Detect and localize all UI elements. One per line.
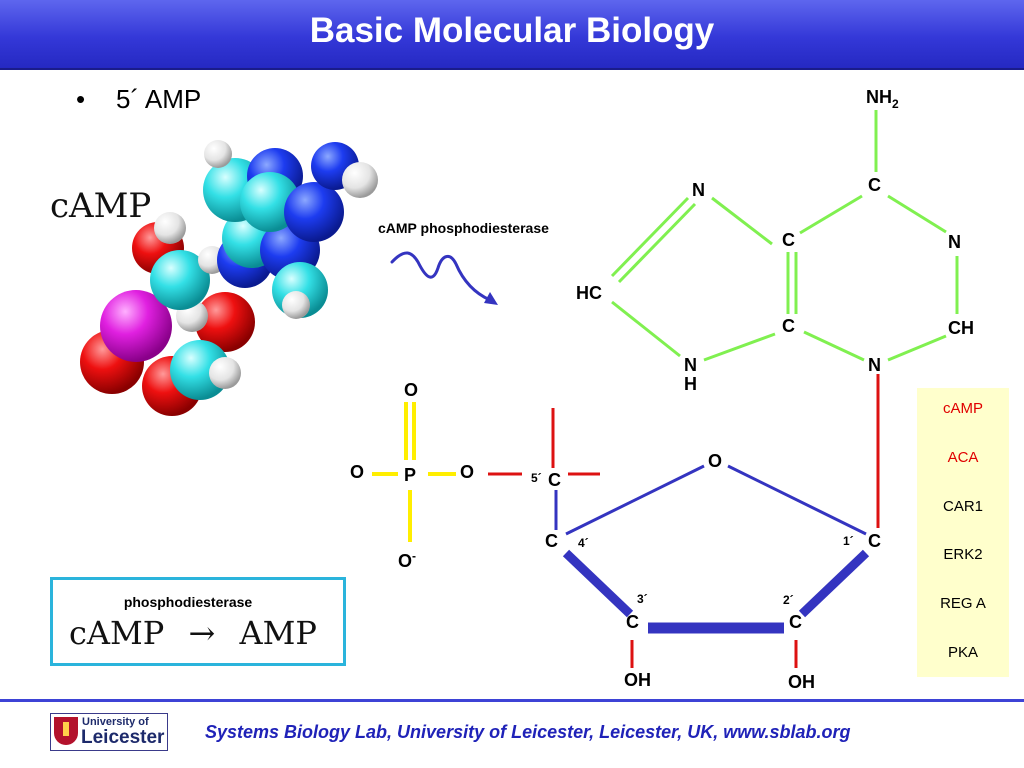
atom-c2: CH <box>948 318 974 338</box>
reaction-equation: cAMP → AMP <box>69 614 317 652</box>
phosphodiesterase-arrow-label: cAMP phosphodiesterase <box>378 220 549 236</box>
footer-divider <box>0 699 1024 702</box>
atom-c2-prime: C <box>789 612 802 632</box>
bullet-text: 5´ AMP <box>116 84 202 114</box>
atom-c5: C <box>782 230 795 250</box>
protein-item-reg-a: REG A <box>940 595 986 612</box>
protein-item-pka: PKA <box>947 644 978 661</box>
camp-model-label: cAMP <box>50 186 152 226</box>
squiggle-arrow <box>390 251 492 302</box>
university-logo[interactable]: University of Leicester <box>50 713 168 751</box>
nh2-group: NH2 <box>866 87 899 111</box>
label-5-prime: 5´ <box>531 471 542 485</box>
bullet-item: • 5´ AMP <box>76 84 201 115</box>
phosphorus-atom: P <box>404 465 416 485</box>
protein-item-aca: ACA <box>947 449 979 466</box>
label-4-prime: 4´ <box>578 536 589 550</box>
camp-space-filling-model <box>80 140 378 416</box>
amp-structure-diagram: cAMP phosphodiesterase NH2 C N CH N C C … <box>350 87 974 692</box>
atom-c8: HC <box>576 283 602 303</box>
bullet-symbol: • <box>76 84 86 114</box>
atom-n7: N <box>692 180 705 200</box>
reaction-arrow: → <box>188 614 216 652</box>
reaction-box: phosphodiesterase cAMP → AMP <box>50 577 346 666</box>
atom-c4-prime: C <box>545 531 558 551</box>
phosphate-o-right: O <box>460 462 474 482</box>
atom-c1-prime: C <box>868 531 881 551</box>
phosphate-bonds <box>372 402 456 542</box>
atom-ring-o: O <box>708 451 722 471</box>
hydroxyl-2: OH <box>788 672 815 692</box>
phosphate-o-bottom: O- <box>398 549 416 571</box>
product-amp: AMP <box>239 614 317 652</box>
ribose-bonds <box>554 464 870 634</box>
phosphate-o-top: O <box>404 380 418 400</box>
reactant-camp: cAMP <box>69 614 165 652</box>
crest-icon <box>54 717 78 745</box>
slide-title: Basic Molecular Biology <box>309 11 715 50</box>
protein-list: cAMP ACA CAR1 ERK2 REG A PKA <box>917 388 1009 677</box>
adenine-bonds <box>610 110 959 362</box>
atoms <box>80 140 378 416</box>
atom-c5-prime: C <box>548 470 561 490</box>
atom-n9-hydrogen: H <box>684 374 697 394</box>
atom-c3-prime: C <box>626 612 639 632</box>
label-2-prime: 2´ <box>783 593 794 607</box>
reaction-enzyme-label: phosphodiesterase <box>123 594 253 610</box>
title-bar: Basic Molecular Biology <box>0 0 1024 70</box>
logo-top-text: University of <box>82 716 149 728</box>
hydroxyl-3: OH <box>624 670 651 690</box>
protein-item-car1: CAR1 <box>942 498 983 515</box>
atom-n3: N <box>868 355 881 375</box>
label-3-prime: 3´ <box>637 592 648 606</box>
protein-item-erk2: ERK2 <box>943 546 983 563</box>
squiggle-arrowhead <box>484 292 498 305</box>
atom-n9: N <box>684 355 697 375</box>
protein-item-camp: cAMP <box>942 400 983 417</box>
logo-bottom-text: Leicester <box>81 727 165 748</box>
footer-credit: Systems Biology Lab, University of Leice… <box>205 722 851 742</box>
atom-c4: C <box>782 316 795 336</box>
atom-c6: C <box>868 175 881 195</box>
phosphate-o-left: O <box>350 462 364 482</box>
ribose-red-bonds <box>488 408 798 668</box>
label-1-prime: 1´ <box>843 534 854 548</box>
atom-n1: N <box>948 232 961 252</box>
